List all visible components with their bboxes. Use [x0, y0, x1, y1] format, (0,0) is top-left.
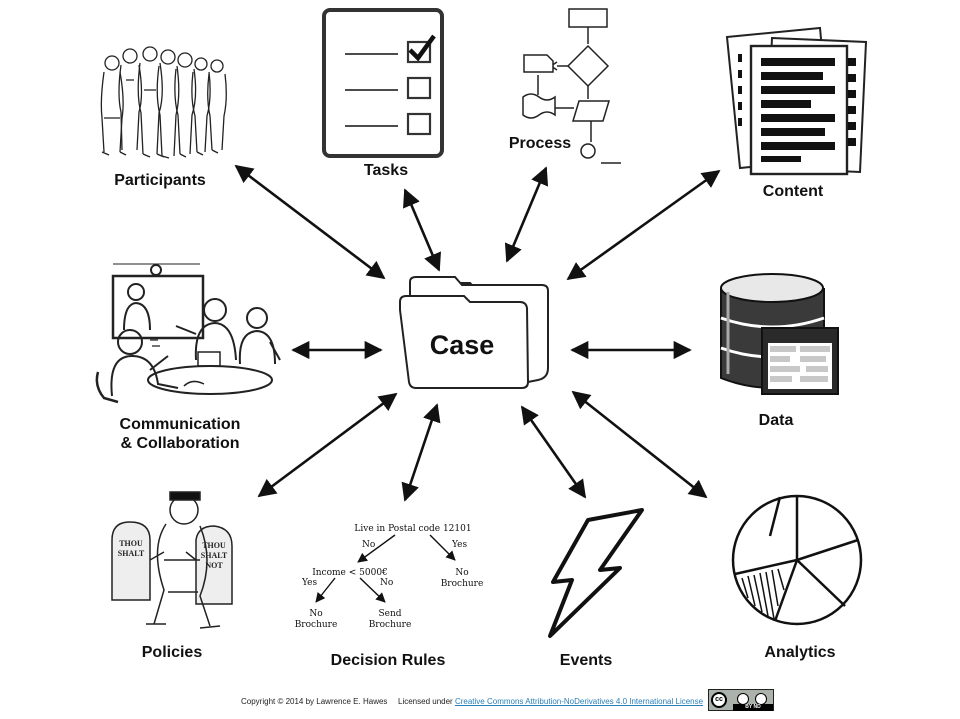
arrow-analytics — [571, 390, 708, 499]
tree-mid-leaf-2: Brochure — [369, 620, 412, 630]
database-icon — [720, 273, 839, 395]
label-communication-1: Communication — [119, 416, 241, 433]
case-folder-icon — [399, 276, 549, 389]
tree-root: Live in Postal code 12101 — [354, 524, 471, 534]
decision-tree-icon — [315, 534, 456, 603]
label-analytics: Analytics — [764, 644, 836, 661]
arrow-content — [566, 169, 721, 281]
footer-copyright: Copyright © 2014 by Lawrence E. Hawes — [241, 697, 388, 706]
case-label: Case — [429, 330, 495, 360]
tree-income-node: Income < 5000€ — [312, 568, 388, 578]
checklist-icon — [322, 8, 444, 158]
flowchart-icon — [522, 8, 621, 164]
tablet-text-right-3: NOT — [205, 561, 223, 570]
label-policies: Policies — [141, 644, 203, 661]
arrow-participants — [234, 164, 386, 280]
tree-yes2-branch: Yes — [301, 578, 317, 588]
group-of-people-icon — [100, 46, 227, 159]
connector-arrows — [234, 164, 721, 502]
documents-icon — [725, 26, 868, 176]
meeting-icon — [95, 263, 281, 404]
tree-right-leaf-1: No — [455, 568, 468, 578]
label-decision-rules: Decision Rules — [330, 652, 446, 669]
tree-mid-leaf-1: Send — [378, 609, 401, 619]
label-data: Data — [758, 412, 794, 429]
label-tasks: Tasks — [363, 162, 409, 179]
arrow-process — [504, 166, 549, 263]
arrow-tasks — [403, 188, 441, 272]
lightning-bolt-icon — [548, 508, 644, 638]
label-process: Process — [508, 135, 572, 152]
footer-license: Licensed under Creative Commons Attribut… — [398, 697, 703, 706]
badge-text: BY ND — [733, 704, 773, 711]
arrow-policies — [257, 392, 398, 498]
tree-no-branch: No — [362, 540, 375, 550]
tablet-text-left-1: THOU — [119, 539, 143, 548]
license-link[interactable]: Creative Commons Attribution-NoDerivativ… — [454, 697, 704, 706]
arrow-decision-rules — [401, 403, 441, 502]
label-participants: Participants — [114, 172, 206, 189]
tree-yes-branch: Yes — [451, 540, 467, 550]
tablet-text-left-2: SHALT — [118, 549, 145, 558]
tree-right-leaf-2: Brochure — [441, 579, 484, 589]
tablet-text-right-2: SHALT — [201, 551, 228, 560]
pie-chart-icon — [731, 494, 863, 626]
label-events: Events — [559, 652, 613, 669]
arrow-events — [520, 405, 587, 499]
tree-left-leaf-1: No — [309, 609, 322, 619]
tablet-text-right-1: THOU — [202, 541, 226, 550]
label-content: Content — [762, 183, 824, 200]
cc-license-badge[interactable]: cc BY ND — [708, 689, 774, 711]
cc-icon: cc — [711, 692, 727, 708]
tablets-icon — [111, 491, 233, 629]
label-communication-2: & Collaboration — [120, 435, 240, 452]
tree-left-leaf-2: Brochure — [295, 620, 338, 630]
tree-no2-branch: No — [380, 578, 393, 588]
footer-licensed-prefix: Licensed under — [398, 697, 453, 706]
